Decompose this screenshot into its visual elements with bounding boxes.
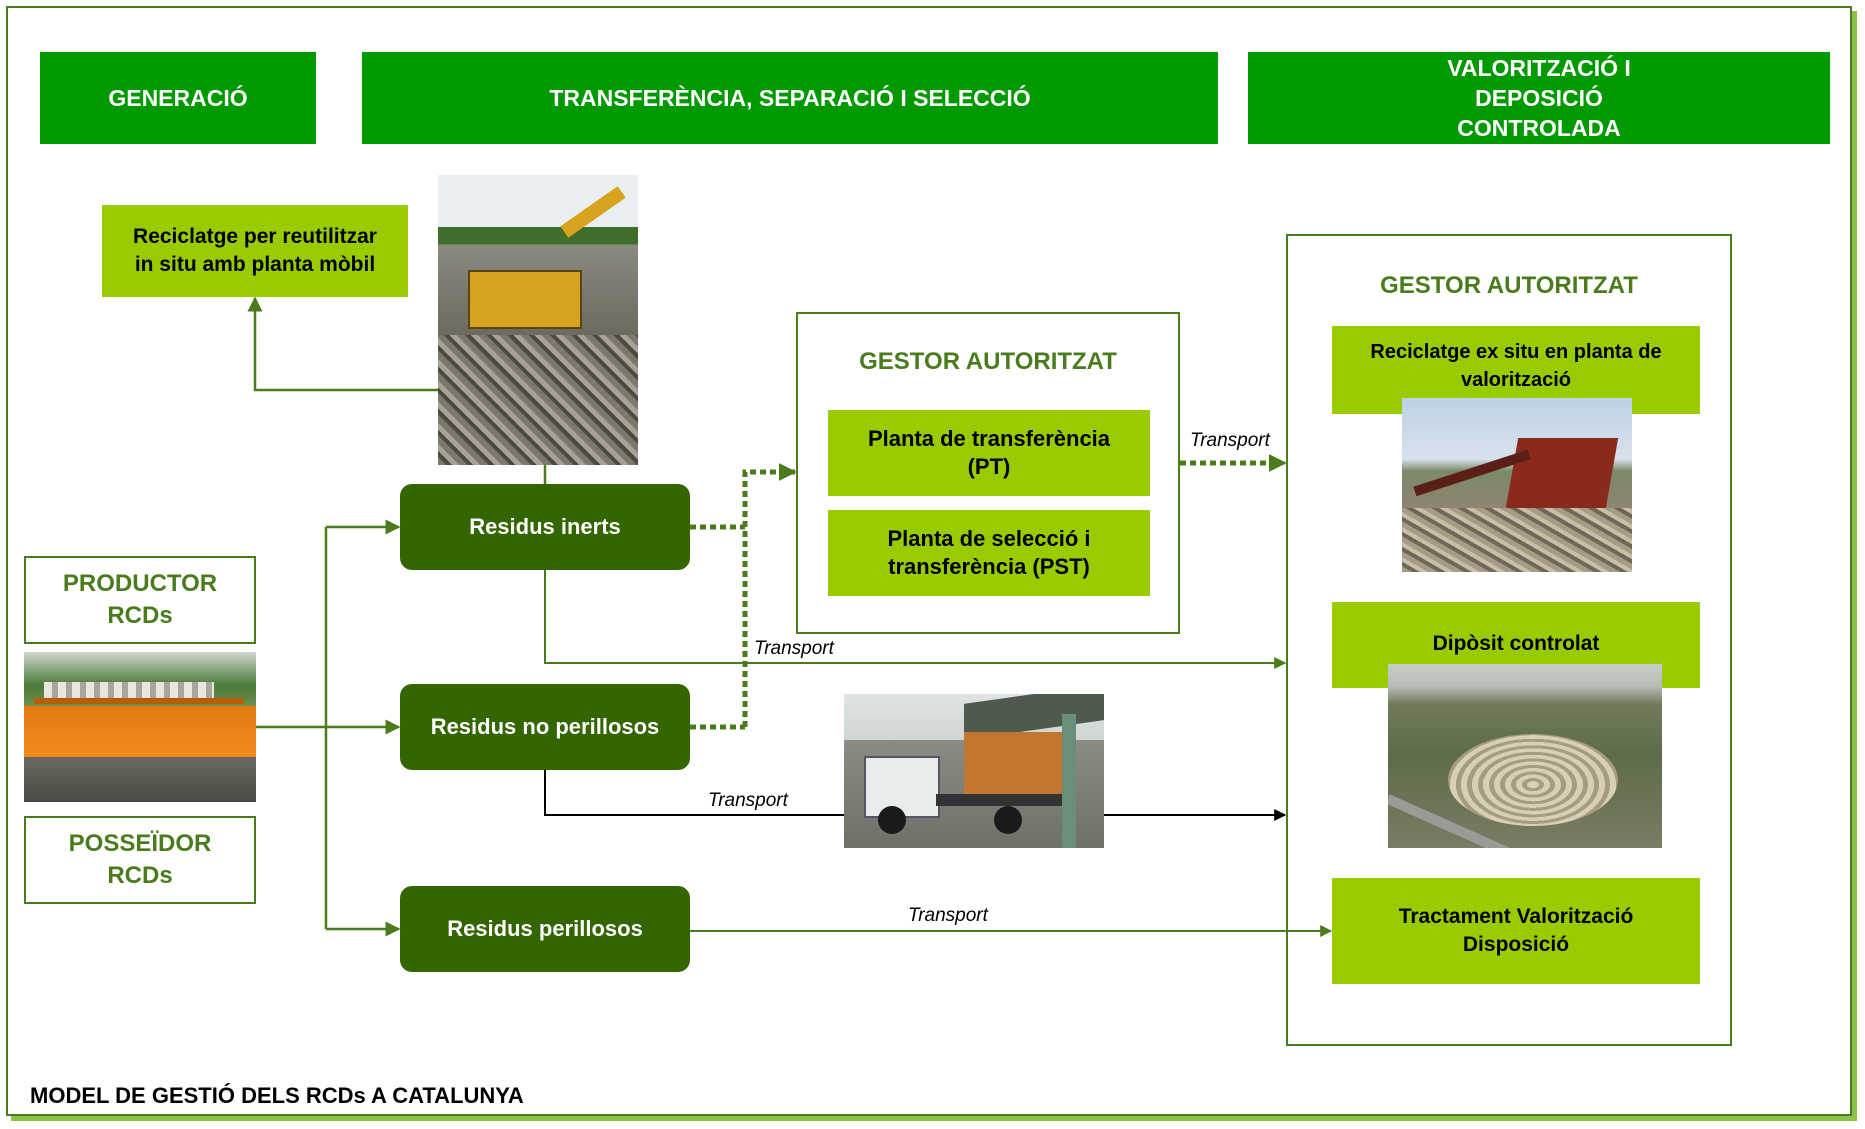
transport-label-mid-right: Transport [1190,430,1270,451]
posseidor-box: POSSEÏDOR RCDs [24,816,256,904]
planta-transferencia-box: Planta de transferència (PT) [828,410,1150,496]
arrow-to-reciclatge-in-situ [247,296,438,392]
diagram-footer-title: MODEL DE GESTIÓ DELS RCDs A CATALUNYA [30,1083,524,1108]
arrow-noperillosos-diposit [544,770,1285,815]
mobile-plant-photo [438,175,638,465]
productor-box: PRODUCTOR RCDs [24,556,256,644]
arrow-inerts-diposit [544,570,1287,669]
residus-inerts-box: Residus inerts [400,484,690,570]
containers-photo [24,652,256,802]
header-valoritzacio: VALORITZACIÓ I DEPOSICIÓ CONTROLADA [1248,52,1830,144]
residus-perillosos-box: Residus perillosos [400,886,690,972]
truck-photo [844,694,1104,848]
recycling-plant-photo [1402,398,1632,572]
transport-label-inerts-diposit: Transport [754,638,834,659]
header-transferencia: TRANSFERÈNCIA, SEPARACIÓ I SELECCIÓ [362,52,1218,144]
tractament-box: Tractament Valorització Disposició [1332,878,1700,984]
transport-label-perillosos: Transport [908,905,988,926]
dashed-inerts-gestor [690,469,795,727]
transport-label-noperillosos: Transport [708,790,788,811]
gestor-right-title: GESTOR AUTORITZAT [1380,272,1638,299]
planta-seleccio-box: Planta de selecció i transferència (PST) [828,510,1150,596]
residus-no-perillosos-box: Residus no perillosos [400,684,690,770]
landfill-photo [1388,664,1662,848]
gestor-mid-title: GESTOR AUTORITZAT [859,348,1117,375]
reciclatge-in-situ-box: Reciclatge per reutilitzar in situ amb p… [102,205,408,297]
header-generacio: GENERACIÓ [40,52,316,144]
reciclatge-ex-situ-box: Reciclatge ex situ en planta de valoritz… [1332,326,1700,414]
